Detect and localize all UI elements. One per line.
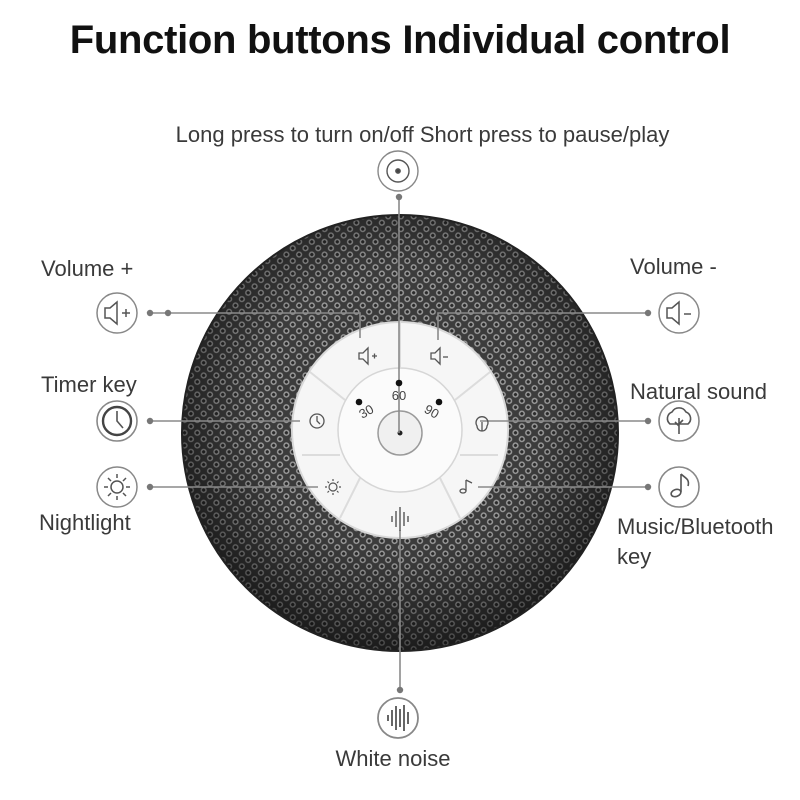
- speaker-plus-icon: [96, 292, 138, 334]
- panel-volume-down-icon: [430, 346, 448, 366]
- label-timer: Timer key: [41, 372, 137, 397]
- power-icon: [377, 150, 419, 192]
- panel-sun-icon: [325, 479, 341, 495]
- label-volume-up: Volume +: [41, 256, 134, 281]
- timer-mark-60: 60: [392, 388, 406, 403]
- panel-music-note-icon: [459, 479, 473, 494]
- leader-lines: [150, 195, 648, 690]
- music-note-icon: [658, 466, 700, 508]
- timer-indicator-dots: [355, 379, 443, 406]
- label-volume-down: Volume -: [630, 254, 717, 279]
- clock-icon: [96, 400, 138, 442]
- label-music-bluetooth-key: key: [617, 544, 652, 569]
- label-music-bluetooth: Music/Bluetooth: [617, 514, 774, 539]
- label-power: Long press to turn on/off Short press to…: [175, 122, 670, 147]
- panel-volume-up-icon: [358, 346, 377, 366]
- panel-waveform-icon: [391, 507, 409, 531]
- tree-icon: [658, 400, 700, 442]
- speaker-minus-icon: [658, 292, 700, 334]
- label-nightlight: Nightlight: [39, 510, 131, 535]
- label-natural-sound: Natural sound: [630, 379, 767, 404]
- label-white-noise: White noise: [335, 746, 451, 771]
- panel-clock-icon: [309, 413, 325, 429]
- panel-tree-icon: [475, 416, 489, 432]
- timer-mark-90: 90: [422, 401, 442, 421]
- timer-mark-30: 30: [356, 401, 376, 421]
- page-title: Function buttons Individual control: [69, 18, 731, 62]
- control-panel: [291, 321, 509, 539]
- sun-icon: [96, 466, 138, 508]
- waveform-icon: [377, 697, 419, 739]
